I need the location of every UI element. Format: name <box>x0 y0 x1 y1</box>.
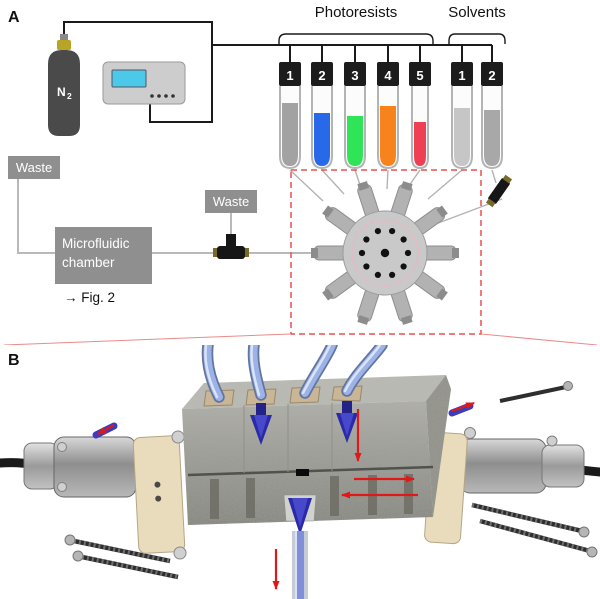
tube-cap <box>311 62 333 86</box>
tube-number: 3 <box>351 68 358 83</box>
waste-box-left: Waste <box>8 156 60 179</box>
center-slot <box>296 469 309 476</box>
tube-cap <box>279 62 301 86</box>
tube-cap <box>409 62 431 86</box>
controller-display <box>111 69 147 88</box>
bolt-head <box>173 546 187 560</box>
inlet-tubes <box>201 345 388 403</box>
panel-b-label: B <box>8 352 20 369</box>
tube-liquid <box>414 122 426 166</box>
tube-liquid <box>380 106 396 166</box>
tube-number: 2 <box>318 68 325 83</box>
left-screws <box>64 534 179 580</box>
tube-number: 2 <box>488 68 495 83</box>
tube-number: 4 <box>384 68 392 83</box>
tube-cap <box>377 62 399 86</box>
block-seam <box>187 465 434 477</box>
bolt-head <box>57 442 67 452</box>
solvent-tube-1: 1 <box>451 62 473 170</box>
tube-liquid <box>314 113 330 166</box>
zoom-projection-lines <box>3 333 598 345</box>
tee-fitting <box>213 234 249 259</box>
photoresists-bracket <box>278 33 434 44</box>
valve-center-dot <box>380 248 390 258</box>
photoresist-tube-5: 5 <box>409 62 431 170</box>
valve-port-dots <box>358 228 412 278</box>
flow-arrow-left <box>97 424 115 435</box>
flow-arrow-right-out <box>451 401 475 413</box>
photoresist-tube-2: 2 <box>311 62 333 170</box>
solvent-tube-2: 2 <box>481 62 503 170</box>
panel-a-schematic: A N 2 Photoresists Solvents 1 2 <box>3 4 598 345</box>
bolt-head <box>171 430 185 444</box>
tube-liquid <box>454 108 470 166</box>
chamber-label-line1: Microfluidic <box>62 236 130 251</box>
photoresist-tube-1: 1 <box>279 62 301 170</box>
controller-buttons <box>150 94 175 98</box>
bolt-head <box>57 482 67 492</box>
outlet-assembly <box>283 494 317 599</box>
pressure-controller <box>102 61 186 105</box>
tube-liquid <box>347 116 363 166</box>
inlet-funnel-1 <box>250 403 272 445</box>
tube-cap <box>481 62 503 86</box>
tube-liquid <box>282 103 298 166</box>
zoom-region-outline <box>290 169 482 335</box>
valve-ports <box>311 181 459 325</box>
tube-number: 1 <box>458 68 465 83</box>
gas-label-subscript: 2 <box>67 91 72 101</box>
solvents-bracket <box>448 33 506 44</box>
tube-number: 5 <box>416 68 423 83</box>
gas-supply-line <box>63 21 213 123</box>
tube-number: 1 <box>286 68 293 83</box>
nitrogen-cylinder: N 2 <box>48 34 80 136</box>
tube-liquid <box>484 110 500 166</box>
tube-cap <box>451 62 473 86</box>
photoresist-tube-3: 3 <box>344 62 366 170</box>
vial-tubing-lines <box>289 169 503 226</box>
solvents-label: Solvents <box>448 4 506 21</box>
right-screws <box>471 381 598 558</box>
cylinder-body <box>48 50 80 136</box>
chamber-label-line2: chamber <box>62 255 115 270</box>
panel-a-label: A <box>8 9 20 26</box>
left-clamp-plate <box>132 435 186 554</box>
cylinder-valve-cap <box>57 40 71 50</box>
panel-b-render: B <box>0 345 600 599</box>
waste-mid-label: Waste <box>213 194 249 209</box>
waste-left-label: Waste <box>16 160 52 175</box>
photoresist-tube-4: 4 <box>377 62 399 170</box>
tube-cap <box>344 62 366 86</box>
photoresists-label: Photoresists <box>315 4 398 21</box>
bolt-head <box>546 435 558 447</box>
waste-box-mid: Waste <box>205 190 257 213</box>
block-joints <box>243 403 333 473</box>
fig2-reference: → Fig. 2 <box>64 290 115 305</box>
left-actuator <box>23 436 137 498</box>
bolt-head <box>464 427 476 439</box>
inline-fitting <box>485 174 513 208</box>
gas-label: N <box>57 85 66 99</box>
waste-left-tubing <box>17 179 55 254</box>
right-actuator <box>459 427 585 494</box>
right-side-port <box>448 401 475 417</box>
pressure-manifold-line <box>212 44 493 62</box>
valve-dashed-ring <box>351 219 419 287</box>
left-side-port <box>92 422 118 439</box>
rotary-selector-valve <box>311 181 459 325</box>
microfluidic-chamber-box: Microfluidic chamber <box>55 227 152 284</box>
flow-arrows <box>272 409 418 590</box>
inlet-funnel-2 <box>336 401 358 443</box>
